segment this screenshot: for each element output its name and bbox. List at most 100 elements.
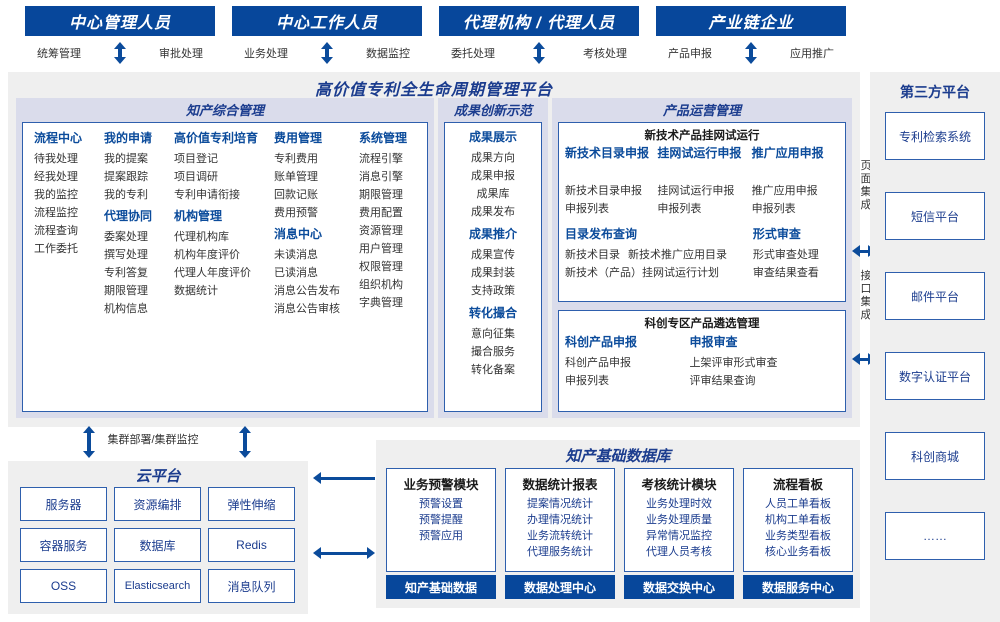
cloud-item-6[interactable]: OSS: [20, 569, 107, 603]
ip-col2-item-3[interactable]: 专利申请衔接: [174, 189, 240, 201]
ach-item-6[interactable]: 成果宣传: [471, 249, 515, 261]
database-col-3-item-1[interactable]: 机构工单看板: [765, 514, 831, 526]
ip-col2-item-5[interactable]: 代理机构库: [174, 231, 229, 243]
cloud-item-8[interactable]: 消息队列: [208, 569, 295, 603]
database-col-0-item-0[interactable]: 预警设置: [419, 498, 463, 510]
ip-col1-item-9[interactable]: 机构信息: [104, 303, 148, 315]
role-card-2[interactable]: 代理机构 / 代理人员 委托处理 考核处理: [439, 6, 639, 64]
ip-col4-item-9[interactable]: 字典管理: [359, 297, 403, 309]
database-col-1-item-1[interactable]: 办理情况统计: [527, 514, 593, 526]
database-col-2-item-2[interactable]: 异常情况监控: [646, 530, 712, 542]
ip-col3-item-2[interactable]: 账单管理: [274, 171, 318, 183]
database-col-3-item-0[interactable]: 人员工单看板: [765, 498, 831, 510]
third-party-item-2[interactable]: 邮件平台: [885, 272, 985, 320]
third-party-item-4[interactable]: 科创商城: [885, 432, 985, 480]
ach-item-10[interactable]: 意向征集: [471, 328, 515, 340]
ip-col4-item-6[interactable]: 用户管理: [359, 243, 403, 255]
ip-col4-item-4[interactable]: 费用配置: [359, 207, 403, 219]
box1-r1-c0-i0[interactable]: 新技术目录申报: [565, 185, 642, 197]
box1-r1-c2-i1[interactable]: 申报列表: [751, 203, 796, 215]
ip-col2-item-2[interactable]: 项目调研: [174, 171, 218, 183]
ip-col0-item-5[interactable]: 流程查询: [34, 225, 78, 237]
ip-col4-item-5[interactable]: 资源管理: [359, 225, 403, 237]
ip-col4-item-7[interactable]: 权限管理: [359, 261, 403, 273]
cloud-item-0[interactable]: 服务器: [20, 487, 107, 521]
cloud-item-3[interactable]: 容器服务: [20, 528, 107, 562]
ip-col2-item-6[interactable]: 机构年度评价: [174, 249, 240, 261]
ach-head-2[interactable]: 转化撮合: [468, 306, 517, 320]
ip-col2-item-1[interactable]: 项目登记: [174, 153, 218, 165]
box1-r1-head-1[interactable]: 挂网试运行申报: [657, 146, 742, 160]
ip-col0-item-3[interactable]: 我的监控: [34, 189, 78, 201]
cloud-item-2[interactable]: 弹性伸缩: [208, 487, 295, 521]
ip-col2-item-8[interactable]: 数据统计: [174, 285, 218, 297]
ip-col2-head-2[interactable]: 机构管理: [174, 209, 223, 223]
ip-col1-item-3[interactable]: 我的专利: [104, 189, 148, 201]
box2-head-1[interactable]: 申报审查: [689, 335, 738, 349]
ip-col1-head[interactable]: 我的申请: [104, 131, 153, 145]
ip-col3-item-8[interactable]: 消息公告发布: [274, 285, 340, 297]
ip-col4-item-8[interactable]: 组织机构: [359, 279, 403, 291]
box1-r2-left-i1[interactable]: 新技术推广应用目录: [628, 249, 727, 261]
database-col-2-item-0[interactable]: 业务处理时效: [646, 498, 712, 510]
ip-col1-head-2[interactable]: 代理协同: [104, 209, 153, 223]
box1-r1-head-2[interactable]: 推广应用申报: [751, 146, 824, 160]
database-col-2-item-1[interactable]: 业务处理质量: [646, 514, 712, 526]
box1-r2-left-head[interactable]: 目录发布查询: [565, 227, 638, 241]
box1-r1-c0-i1[interactable]: 申报列表: [565, 203, 609, 215]
box1-r1-c1-i1[interactable]: 申报列表: [657, 203, 702, 215]
box2-head-0[interactable]: 科创产品申报: [565, 335, 638, 349]
role-card-3[interactable]: 产业链企业 产品申报 应用推广: [656, 6, 846, 64]
ip-col1-item-5[interactable]: 委案处理: [104, 231, 148, 243]
box1-r2-right-i0[interactable]: 形式审查处理: [752, 249, 819, 261]
ip-col3-item-7[interactable]: 已读消息: [274, 267, 318, 279]
box1-r2-left-i2[interactable]: 新技术（产品）挂网试运行计划: [565, 267, 719, 279]
ip-col2-head[interactable]: 高价值专利培育: [174, 131, 259, 145]
ach-item-2[interactable]: 成果申报: [471, 170, 515, 182]
ip-col1-item-8[interactable]: 期限管理: [104, 285, 148, 297]
ach-item-3[interactable]: 成果库: [476, 188, 510, 200]
database-col-1-item-3[interactable]: 代理服务统计: [527, 546, 593, 558]
database-col-0-item-2[interactable]: 预警应用: [419, 530, 463, 542]
box1-r1-c2-i0[interactable]: 推广应用申报: [751, 185, 818, 197]
ip-col2-item-7[interactable]: 代理人年度评价: [174, 267, 251, 279]
ip-col3-item-9[interactable]: 消息公告审核: [274, 303, 340, 315]
ip-col3-head-2[interactable]: 消息中心: [274, 227, 323, 241]
database-col-2-item-3[interactable]: 代理人员考核: [646, 546, 712, 558]
ip-col3-item-6[interactable]: 未读消息: [274, 249, 318, 261]
database-col-1-item-0[interactable]: 提案情况统计: [527, 498, 593, 510]
ach-item-12[interactable]: 转化备案: [471, 364, 515, 376]
ip-col4-item-1[interactable]: 流程引擎: [359, 153, 403, 165]
ip-col3-item-3[interactable]: 回款记账: [274, 189, 318, 201]
ip-col1-item-1[interactable]: 我的提案: [104, 153, 148, 165]
role-card-1[interactable]: 中心工作人员 业务处理 数据监控: [232, 6, 422, 64]
cloud-item-1[interactable]: 资源编排: [114, 487, 201, 521]
ip-col0-item-6[interactable]: 工作委托: [34, 243, 78, 255]
ip-col4-item-3[interactable]: 期限管理: [359, 189, 403, 201]
third-party-item-0[interactable]: 专利检索系统: [885, 112, 985, 160]
box1-r1-head-0[interactable]: 新技术目录申报: [565, 146, 650, 160]
ip-col0-item-1[interactable]: 待我处理: [34, 153, 78, 165]
role-card-0[interactable]: 中心管理人员 统筹管理 审批处理: [25, 6, 215, 64]
database-col-2-footer[interactable]: 数据交换中心: [624, 575, 734, 599]
ach-head-0[interactable]: 成果展示: [468, 130, 517, 144]
ip-col3-head[interactable]: 费用管理: [274, 131, 323, 145]
box2-c1-i0[interactable]: 上架评审形式审查: [689, 357, 778, 369]
ip-col3-item-4[interactable]: 费用预警: [274, 207, 318, 219]
database-col-1-footer[interactable]: 数据处理中心: [505, 575, 615, 599]
box2-c1-i1[interactable]: 评审结果查询: [689, 375, 756, 387]
box1-r1-c1-i0[interactable]: 挂网试运行申报: [657, 185, 735, 197]
cloud-item-5[interactable]: Redis: [208, 528, 295, 562]
ip-col1-item-2[interactable]: 提案跟踪: [104, 171, 148, 183]
third-party-item-5[interactable]: ……: [885, 512, 985, 560]
ip-col0-item-2[interactable]: 经我处理: [34, 171, 78, 183]
ip-col4-head[interactable]: 系统管理: [359, 131, 408, 145]
box1-r2-right-head[interactable]: 形式审查: [752, 227, 801, 241]
ip-col0-head[interactable]: 流程中心: [34, 131, 83, 145]
box2-c0-i1[interactable]: 申报列表: [565, 375, 609, 387]
cloud-item-4[interactable]: 数据库: [114, 528, 201, 562]
ip-col3-item-1[interactable]: 专利费用: [274, 153, 318, 165]
box2-c0-i0[interactable]: 科创产品申报: [565, 357, 631, 369]
third-party-item-3[interactable]: 数字认证平台: [885, 352, 985, 400]
database-col-0-item-1[interactable]: 预警提醒: [419, 514, 463, 526]
